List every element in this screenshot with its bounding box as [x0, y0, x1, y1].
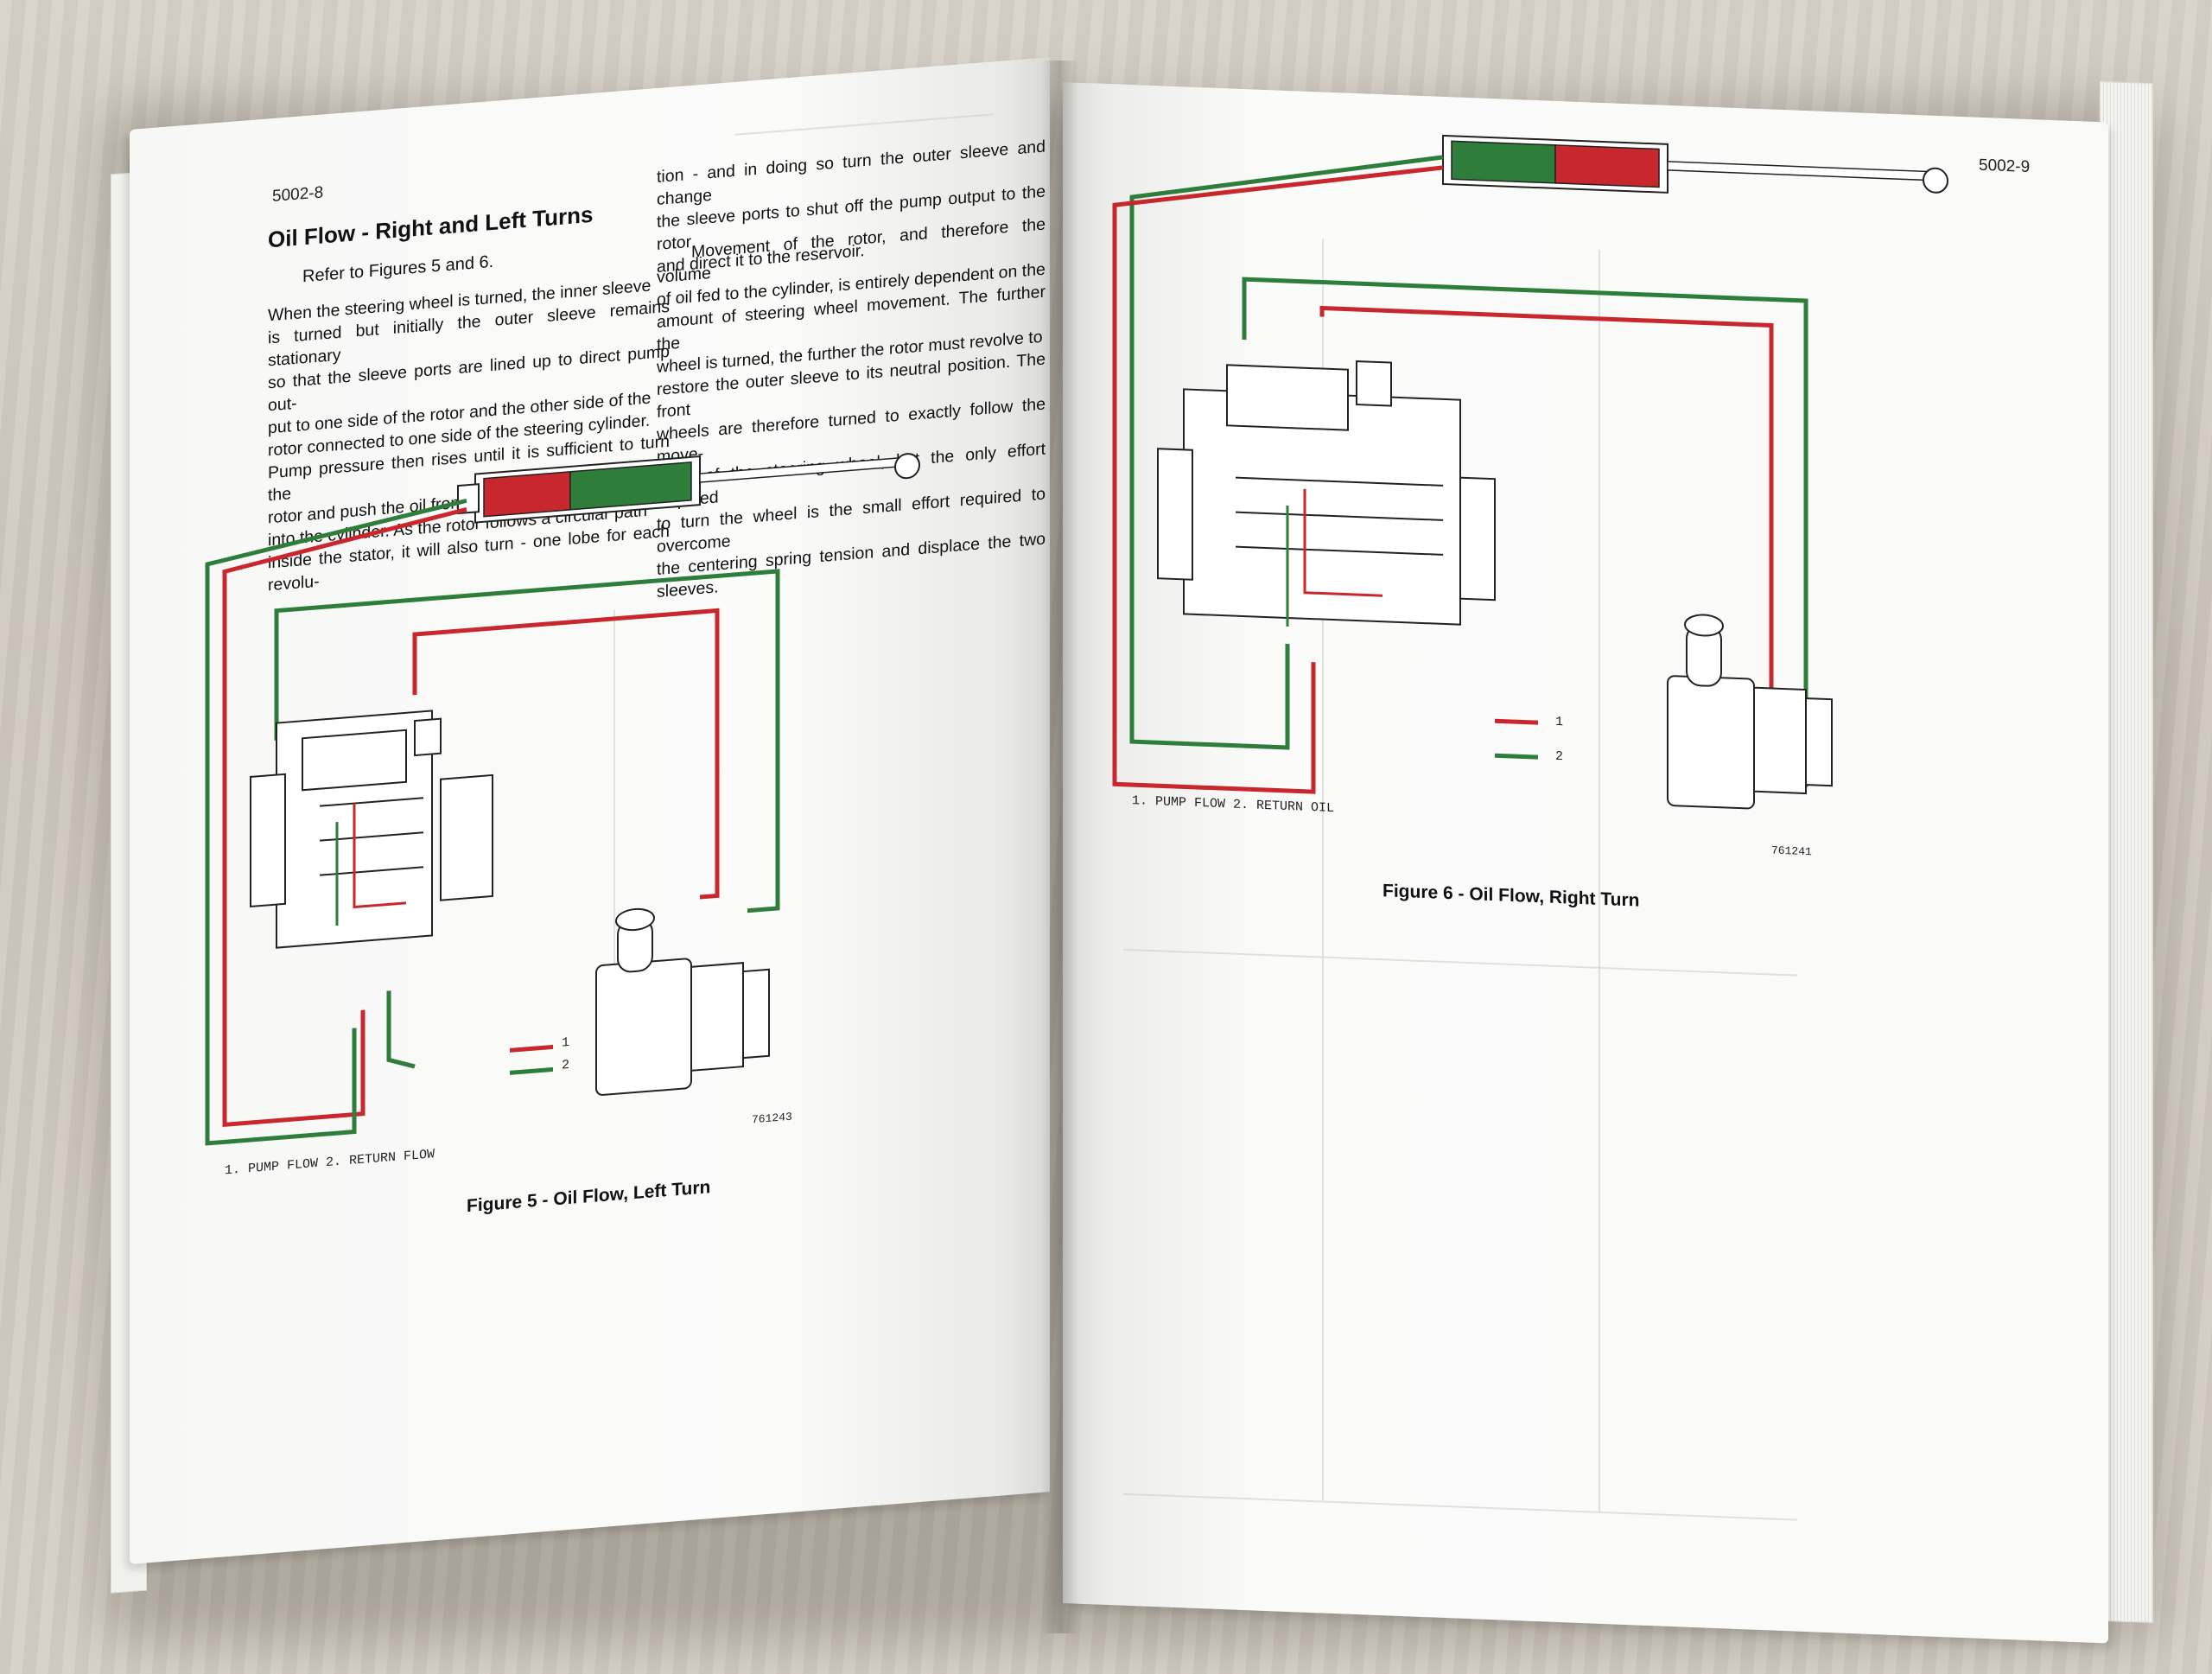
steering-cylinder: [1442, 134, 1948, 194]
right-page: 5002-9: [1063, 82, 2108, 1644]
legend-number-1: 1: [562, 1034, 570, 1051]
pump-flow-lines: [222, 506, 720, 1128]
figure-6-number: 761241: [1771, 843, 1812, 859]
steering-control-valve: [1157, 360, 1496, 627]
steering-control-valve: [250, 710, 493, 949]
return-flow-lines: [205, 498, 780, 1146]
legend-pump-swatch: [1495, 718, 1538, 725]
hydraulic-pump: [595, 907, 770, 1096]
legend-number-1: 1: [1555, 714, 1564, 730]
figure-5-diagram: [205, 453, 920, 1146]
figure-6-caption: Figure 6 - Oil Flow, Right Turn: [1382, 881, 1640, 911]
legend-number-2: 2: [562, 1057, 570, 1073]
section-heading: Oil Flow - Right and Left Turns: [268, 200, 594, 253]
steering-cylinder: [457, 453, 920, 524]
bleed-through-line: [734, 113, 994, 136]
figure-reference: Refer to Figures 5 and 6.: [302, 251, 494, 287]
bleed-through-table-border: [1123, 948, 1797, 977]
bleed-through-table-border: [1123, 1493, 1797, 1521]
legend-return-swatch: [510, 1066, 553, 1075]
legend-return-swatch: [1495, 753, 1538, 760]
hydraulic-pump: [1667, 614, 1833, 810]
book-gutter-shadow: [1041, 60, 1079, 1633]
left-page: 5002-8 Oil Flow - Right and Left Turns R…: [130, 57, 1050, 1564]
legend-pump-swatch: [510, 1044, 553, 1053]
page-number-left: 5002-8: [272, 183, 324, 207]
figure-6-diagram: [1112, 134, 1948, 810]
legend-number-2: 2: [1555, 748, 1564, 765]
